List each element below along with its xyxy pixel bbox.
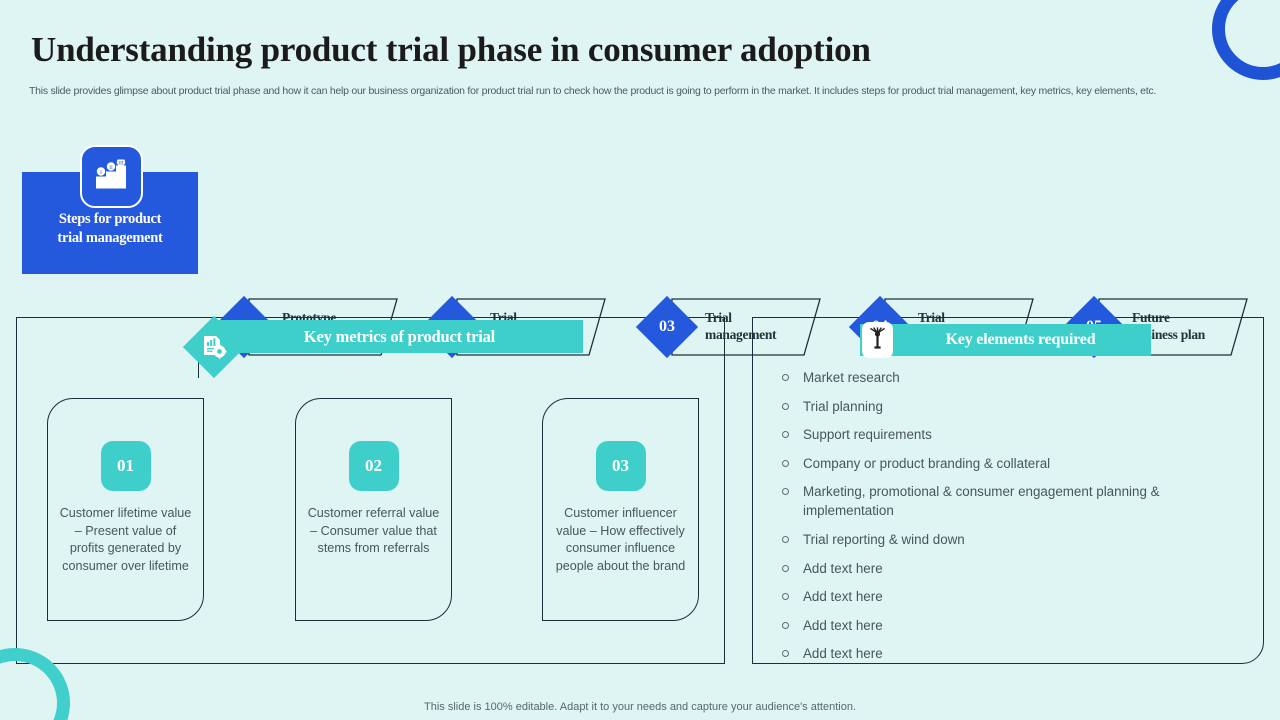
- list-item[interactable]: Marketing, promotional & consumer engage…: [782, 482, 1242, 520]
- list-item[interactable]: Add text here: [782, 559, 1242, 578]
- bullet-circle-icon: [782, 374, 789, 381]
- list-item[interactable]: Trial reporting & wind down: [782, 530, 1242, 549]
- list-item-label: Market research: [803, 370, 900, 385]
- bullet-circle-icon: [782, 431, 789, 439]
- list-item[interactable]: Trial planning: [782, 397, 1242, 416]
- key-metrics-panel: [16, 317, 725, 664]
- page-subtitle: This slide provides glimpse about produc…: [29, 85, 1157, 97]
- list-item[interactable]: Support requirements: [782, 425, 1242, 444]
- metric-card-02: 02 Customer referral value – Consumer va…: [295, 398, 452, 621]
- metric-card-01: 01 Customer lifetime value – Present val…: [47, 398, 204, 621]
- svg-text:I: I: [100, 169, 102, 175]
- metric-card-02-text: Customer referral value – Consumer value…: [307, 506, 440, 555]
- metric-card-03-text: Customer influencer value – How effectiv…: [555, 506, 686, 573]
- key-elements-panel: [752, 317, 1264, 664]
- steps-icon-box: I II III: [80, 145, 143, 208]
- metric-card-03-badge: 03: [595, 441, 646, 491]
- list-item-label: Company or product branding & collateral: [803, 455, 1051, 471]
- metric-card-03: 03 Customer influencer value – How effec…: [542, 398, 699, 621]
- list-item-label: Trial planning: [803, 398, 883, 414]
- steps-summary-label-line2: trial management: [57, 230, 163, 246]
- list-item[interactable]: Market research: [782, 368, 1242, 387]
- bullet-circle-icon: [782, 535, 789, 543]
- key-metrics-title: Key metrics of product trial: [303, 327, 496, 346]
- key-elements-title: Key elements required: [945, 331, 1096, 348]
- key-metrics-header: Key metrics of product trial: [216, 320, 583, 353]
- list-item-label: Add text here: [803, 560, 883, 576]
- svg-text:III: III: [118, 160, 124, 166]
- key-elements-list: Market research Trial planning Support r…: [782, 368, 1242, 673]
- key-elements-icon-box: [862, 322, 893, 358]
- steps-row: Steps for product trial management 01 Pr…: [0, 140, 1280, 378]
- list-item-label: Add text here: [803, 589, 883, 605]
- bullet-circle-icon: [782, 488, 789, 496]
- footer-note: This slide is 100% editable. Adapt it to…: [424, 701, 856, 713]
- steps-summary-label: Steps for product trial management: [22, 210, 198, 248]
- bullet-circle-icon: [782, 650, 789, 658]
- list-item[interactable]: Company or product branding & collateral: [782, 454, 1242, 473]
- list-item[interactable]: Add text here: [782, 644, 1242, 663]
- page-title: Understanding product trial phase in con…: [31, 30, 871, 69]
- list-item-label: Add text here: [803, 617, 883, 633]
- list-item-label: Support requirements: [803, 427, 932, 443]
- svg-text:II: II: [109, 164, 113, 170]
- metric-card-01-text: Customer lifetime value – Present value …: [59, 506, 192, 573]
- podium-steps-icon: I II III: [93, 157, 131, 194]
- bullet-circle-icon: [782, 402, 789, 410]
- step-chip-03-number: 03: [659, 318, 675, 335]
- list-item-label: Add text here: [803, 646, 883, 662]
- list-item-label: Trial reporting & wind down: [803, 531, 965, 547]
- key-elements-header: Key elements required: [860, 322, 1151, 358]
- steps-summary-label-line1: Steps for product: [58, 211, 162, 227]
- bullet-circle-icon: [782, 459, 789, 467]
- bullet-circle-icon: [782, 593, 789, 601]
- bullet-circle-icon: [782, 564, 789, 572]
- metric-card-01-badge: 01: [100, 441, 151, 491]
- list-item-label: Marketing, promotional & consumer engage…: [803, 484, 1160, 519]
- bullet-circle-icon: [782, 621, 789, 629]
- metric-card-02-badge: 02: [348, 441, 399, 491]
- list-item[interactable]: Add text here: [782, 587, 1242, 606]
- antenna-broadcast-icon: [868, 326, 887, 354]
- list-item[interactable]: Add text here: [782, 616, 1242, 635]
- report-settings-icon: [201, 334, 227, 360]
- decorative-blue-ring: [1212, 0, 1280, 80]
